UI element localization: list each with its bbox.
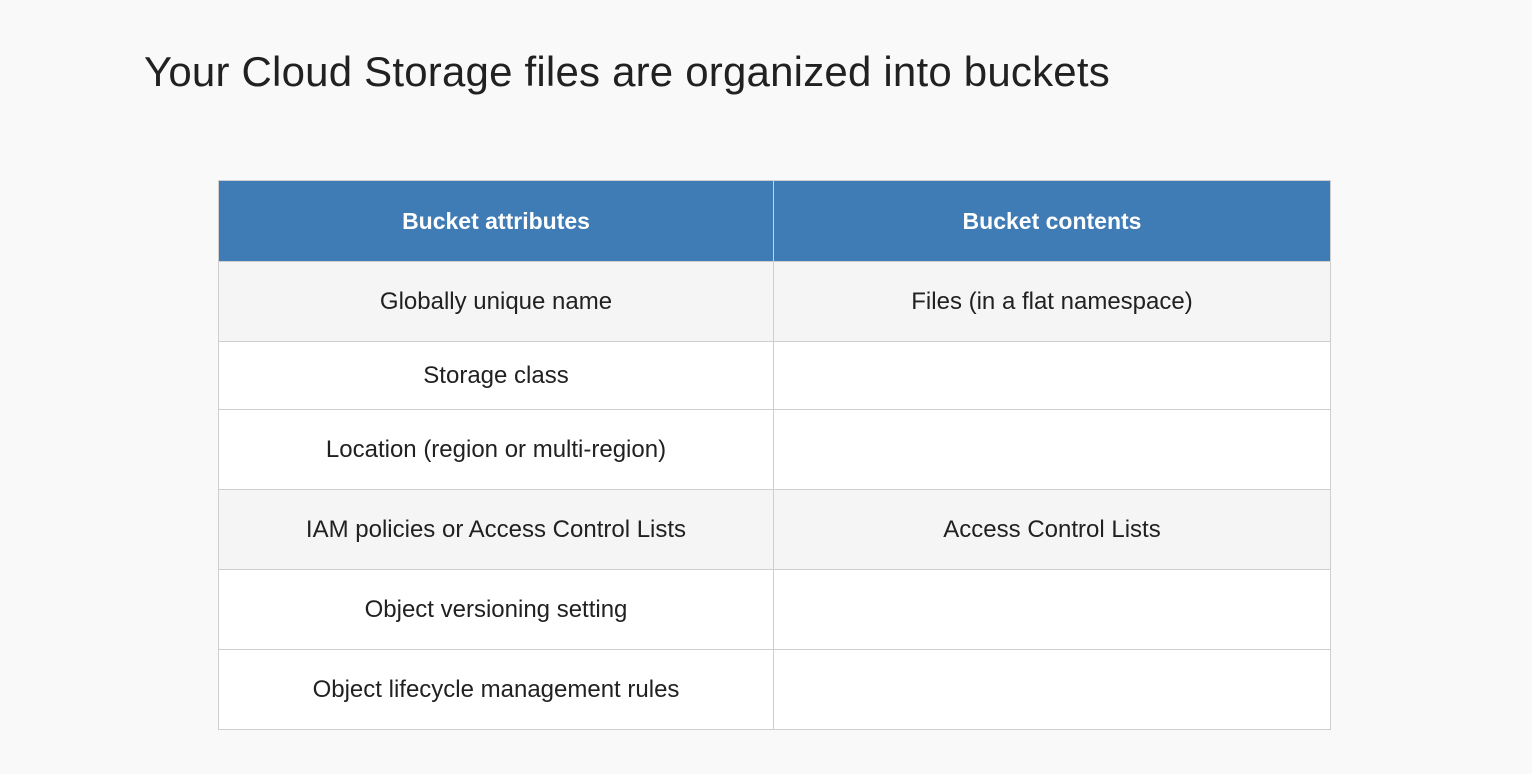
- content-cell: Files (in a flat namespace): [773, 261, 1331, 342]
- table-row: Globally unique name Files (in a flat na…: [218, 261, 1331, 342]
- bucket-table-container: Bucket attributes Bucket contents Global…: [218, 180, 1331, 730]
- attribute-cell: IAM policies or Access Control Lists: [218, 489, 774, 570]
- table-row: Location (region or multi-region): [218, 409, 1331, 490]
- content-cell: [773, 341, 1331, 410]
- attribute-cell: Object lifecycle management rules: [218, 649, 774, 730]
- table-row: IAM policies or Access Control Lists Acc…: [218, 489, 1331, 570]
- attribute-cell: Storage class: [218, 341, 774, 410]
- table-row: Object lifecycle management rules: [218, 649, 1331, 730]
- attribute-cell: Globally unique name: [218, 261, 774, 342]
- table-header-row: Bucket attributes Bucket contents: [218, 180, 1331, 262]
- content-cell: [773, 569, 1331, 650]
- content-cell: Access Control Lists: [773, 489, 1331, 570]
- attribute-cell: Object versioning setting: [218, 569, 774, 650]
- table-row: Storage class: [218, 341, 1331, 410]
- content-cell: [773, 649, 1331, 730]
- table-row: Object versioning setting: [218, 569, 1331, 650]
- header-bucket-contents: Bucket contents: [773, 180, 1331, 262]
- header-bucket-attributes: Bucket attributes: [218, 180, 774, 262]
- slide-title: Your Cloud Storage files are organized i…: [144, 48, 1110, 95]
- attribute-cell: Location (region or multi-region): [218, 409, 774, 490]
- content-cell: [773, 409, 1331, 490]
- bucket-table: Bucket attributes Bucket contents Global…: [218, 180, 1331, 730]
